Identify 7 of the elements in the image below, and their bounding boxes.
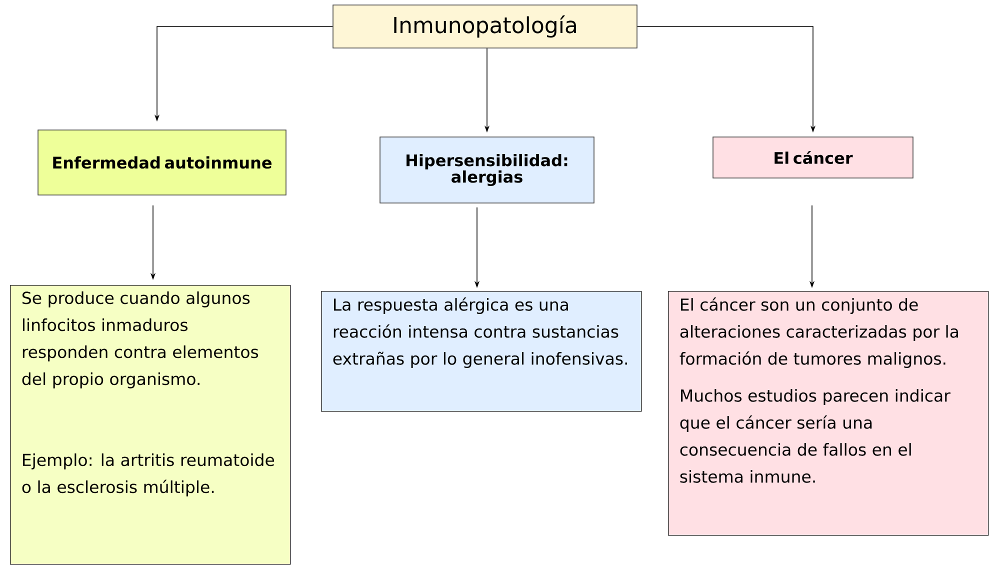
description-box: Se produce cuando algunos linfocitos inmaduros responden contra elementos del propio organismo. Ejemplo: la artritis reumatoide o la esclerosis múltiple. (10, 285, 291, 565)
category-box: Hipersensibilidad: alergias (380, 136, 594, 204)
category-box: El cáncer (712, 136, 914, 178)
title-box: Inmunopatología (332, 4, 638, 48)
description-box: El cáncer son un conjunto de alteraciones caracterizadas por la formación de tumores malignos. Muchos estudios parecen indicar que el cáncer sería una consecuencia de fallos en el sistema inmune. (668, 291, 989, 536)
category-box: Enfermedad autoinmune (38, 130, 286, 196)
description-box: La respuesta alérgica es una reacción intensa contra sustancias extrañas por lo general inofensivas. (321, 291, 642, 412)
